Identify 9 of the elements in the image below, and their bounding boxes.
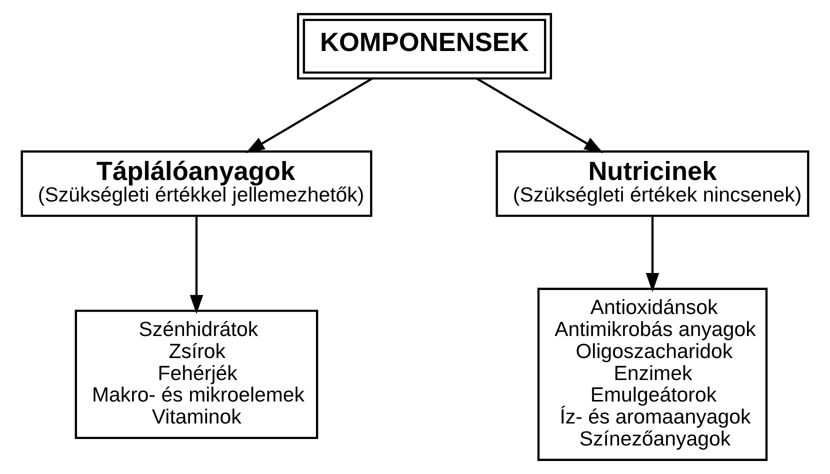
node-box: KOMPONENSEK	[296, 13, 552, 80]
arrow	[646, 216, 660, 292]
node-box: Nutricinek (Szükségleti értékek nincsenek)	[496, 150, 810, 217]
arrow	[476, 78, 604, 154]
node-box: Antioxidánsok Antimikrobás anyagok Oligoszacharidok Enzimek Emulgeátorok Íz- és aromaanyagok Színezőanyagok	[537, 288, 768, 461]
arrow	[190, 216, 204, 314]
node-box: Táplálóanyagok (Szükségleti értékkel jellemezhetők)	[20, 150, 372, 217]
node-box: Szénhidrátok Zsírok Fehérjék Makro- és mikroelemek Vitaminok	[74, 310, 318, 440]
arrow	[246, 78, 373, 154]
